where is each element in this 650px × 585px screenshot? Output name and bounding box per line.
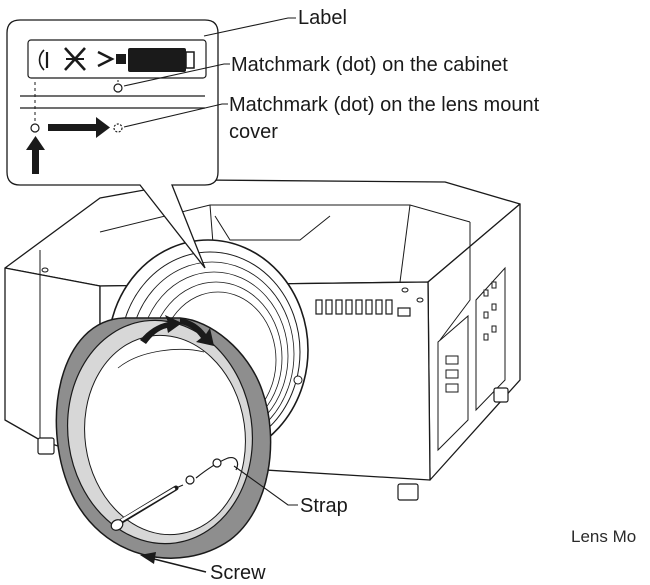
label-callout-text: Label: [298, 7, 347, 29]
screw-leader-arrow: [140, 552, 207, 573]
screw-icon: [110, 484, 184, 531]
no-sun-icon: [64, 47, 86, 71]
rotate-arrow-icon: [140, 315, 214, 346]
matchmark-lines: [20, 80, 205, 133]
up-arrow-icon: [26, 136, 45, 174]
right-arrow-icon: [48, 117, 110, 138]
matchmark-cover-text-line2: cover: [229, 121, 278, 143]
focus-bracket-icon: [38, 49, 49, 71]
callout-bubble: [6, 19, 219, 269]
greater-than-icon: [97, 50, 115, 68]
projector-feet: [37, 387, 509, 501]
screw-text: Screw: [210, 562, 266, 584]
matchmark-cover-text-line1: Matchmark (dot) on the lens mount: [229, 94, 540, 116]
clipped-caption-text: Lens Mo: [571, 527, 637, 546]
projector-top-details: [39, 204, 471, 440]
projector-icon: [116, 48, 195, 72]
strap-text: Strap: [300, 495, 348, 517]
matchmark-cabinet-text: Matchmark (dot) on the cabinet: [231, 54, 508, 76]
leader-lines: [123, 17, 298, 506]
strap: [185, 457, 239, 485]
lens-mount-cover: [55, 317, 272, 559]
side-panel: [437, 266, 506, 452]
front-vent: [315, 299, 411, 317]
